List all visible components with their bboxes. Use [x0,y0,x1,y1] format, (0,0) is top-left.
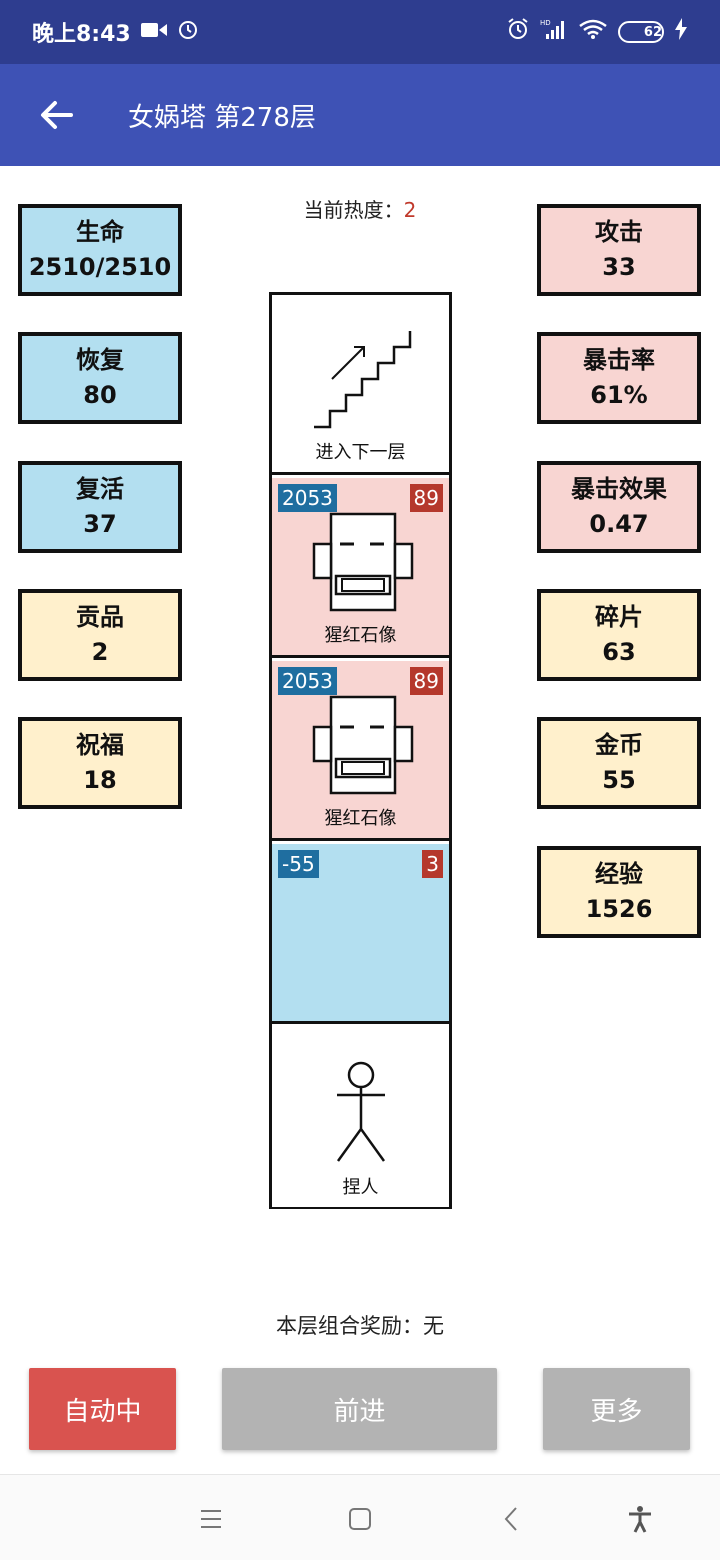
accessibility-nav-button[interactable] [620,1499,660,1539]
heat-indicator: 当前热度：2 [0,194,720,223]
battery-level: 62 [643,24,662,40]
stat-crit-effect: 暴击效果 0.47 [537,461,701,553]
stat-gold: 金币 55 [537,717,701,809]
menu-nav-button[interactable] [191,1499,231,1539]
stat-value: 55 [602,766,636,794]
battery-icon: 62 [618,21,664,43]
auto-button[interactable]: 自动中 [29,1368,176,1450]
stat-label: 生命 [76,218,124,246]
back-button[interactable] [0,64,112,166]
wifi-icon [578,18,608,46]
stat-label: 暴击效果 [571,475,667,503]
stat-label: 攻击 [595,218,643,246]
stat-label: 碎片 [595,603,643,631]
stat-value: 2 [91,638,109,666]
stat-value: 63 [602,638,636,666]
tower-cell-stairs[interactable]: 进入下一层 [272,295,449,475]
enemy-atk-badge: 89 [409,667,443,695]
square-icon [349,1508,371,1530]
stone-statue-icon [312,695,414,795]
arrow-left-icon [41,101,73,129]
heat-label: 当前热度： [303,198,404,222]
alarm-icon [177,18,199,46]
stat-offering: 贡品 2 [18,589,182,681]
floor-reward-text: 本层组合奖励：无 [276,1314,444,1338]
enemy-name: 猩红石像 [324,625,397,646]
stairs-icon [314,331,412,429]
status-time: 晚上8:43 [32,22,131,47]
enemy-name: 猩红石像 [324,808,397,829]
stat-label: 经验 [595,860,643,888]
tower-column: 进入下一层 2053 89 猩红石像 2053 89 猩红石像 -55 [269,292,452,1209]
page-title: 女娲塔 第278层 [128,102,316,133]
chevron-left-icon [504,1507,517,1531]
enemy-hp-badge: 2053 [278,667,337,695]
stat-revive: 复活 37 [18,461,182,553]
stat-value: 1526 [585,895,653,923]
stat-label: 暴击率 [583,346,655,374]
home-nav-button[interactable] [340,1499,380,1539]
stat-hp: 生命 2510/2510 [18,204,182,296]
stone-statue-icon [312,512,414,612]
video-icon [140,20,167,45]
stat-label: 贡品 [76,603,124,631]
stick-figure-icon [336,1061,386,1162]
app-bar: 女娲塔 第278层 [0,64,720,166]
stat-label: 金币 [595,731,643,759]
system-nav-bar [0,1474,720,1560]
heat-value: 2 [403,198,417,222]
stat-blessing: 祝福 18 [18,717,182,809]
trap-value-badge: -55 [278,850,319,878]
stat-value: 0.47 [589,510,649,538]
tower-cell-enemy[interactable]: 2053 89 猩红石像 [272,478,449,658]
stat-crit-rate: 暴击率 61% [537,332,701,424]
stat-label: 恢复 [76,346,124,374]
charging-icon [674,18,688,46]
stairs-label: 进入下一层 [315,442,406,463]
stat-attack: 攻击 33 [537,204,701,296]
stat-value: 2510/2510 [28,253,172,281]
stat-value: 80 [83,381,117,409]
stat-value: 18 [83,766,117,794]
more-button[interactable]: 更多 [543,1368,690,1450]
enemy-atk-badge: 89 [409,484,443,512]
svg-text:HD: HD [540,19,551,27]
alarm-icon [506,17,530,47]
trap-count-badge: 3 [422,850,443,878]
stat-value: 37 [83,510,117,538]
menu-icon [201,1510,221,1528]
signal-icon: HD [540,18,568,46]
back-nav-button[interactable] [491,1499,531,1539]
stat-value: 61% [590,381,648,409]
stat-value: 33 [602,253,636,281]
tower-cell-trap[interactable]: -55 3 [272,844,449,1024]
stat-exp: 经验 1526 [537,846,701,938]
stat-label: 祝福 [76,731,124,759]
status-bar: 晚上8:43 HD 62 [0,0,720,64]
enemy-hp-badge: 2053 [278,484,337,512]
player-label: 捏人 [342,1177,379,1198]
forward-button[interactable]: 前进 [222,1368,497,1450]
stat-shards: 碎片 63 [537,589,701,681]
tower-cell-enemy[interactable]: 2053 89 猩红石像 [272,661,449,841]
tower-cell-player[interactable]: 捏人 [272,1027,449,1207]
accessibility-icon [629,1506,651,1533]
stat-recovery: 恢复 80 [18,332,182,424]
stat-label: 复活 [76,475,124,503]
